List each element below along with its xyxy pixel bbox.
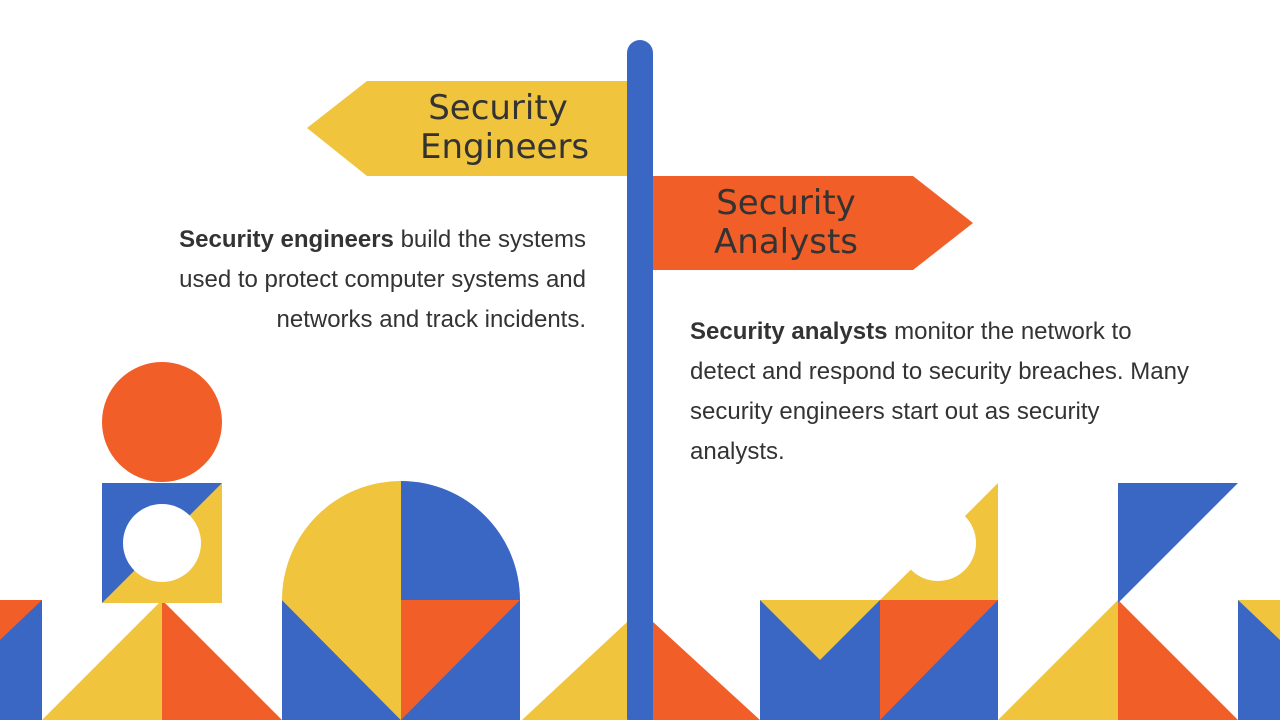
sign-label-analysts: Security Analysts: [712, 184, 860, 262]
sign-label-analysts-line1: Security: [716, 183, 856, 223]
engineers-description: Security engineers build the systems use…: [140, 220, 586, 340]
engineers-description-bold: Security engineers: [179, 226, 394, 253]
sign-label-analysts-line2: Analysts: [714, 222, 858, 262]
signpost-pole: [627, 40, 653, 720]
sign-label-engineers-line1: Security: [428, 88, 568, 128]
signpost: [307, 40, 973, 720]
shape-figure-left: [102, 362, 222, 603]
sign-label-engineers-line2: Engineers: [420, 127, 590, 167]
analysts-description: Security analysts monitor the network to…: [690, 312, 1190, 472]
analysts-description-bold: Security analysts: [690, 318, 888, 345]
sign-arrow-engineers: [307, 81, 640, 176]
engineers-description-rest: build the systems used to protect comput…: [179, 226, 586, 333]
sign-arrow-analysts: [653, 176, 973, 270]
sign-label-engineers: Security Engineers: [420, 88, 590, 167]
analysts-description-rest: monitor the network to detect and respon…: [690, 318, 1189, 465]
geometric-band: [0, 481, 1280, 720]
